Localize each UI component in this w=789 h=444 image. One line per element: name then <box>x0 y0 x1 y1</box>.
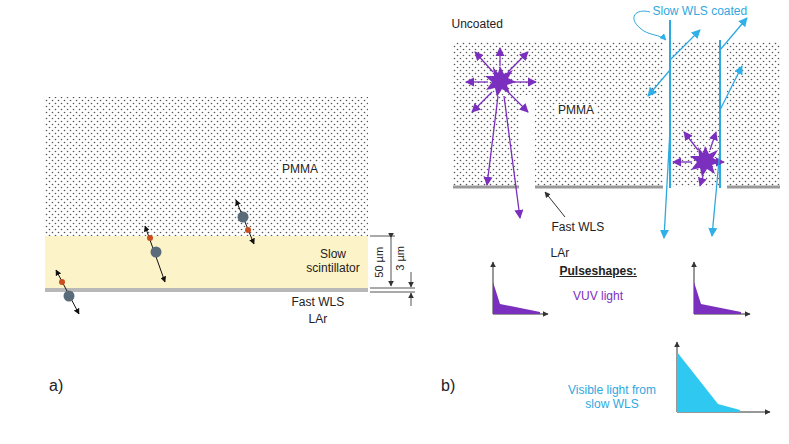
visible-rays <box>648 18 747 238</box>
node-text: PMMA <box>555 104 597 118</box>
pmma-region: PMMA <box>45 97 368 236</box>
legend-heading: Pulseshapes: <box>560 265 637 279</box>
callout-arrow <box>545 192 565 217</box>
dimension-label: 3 µm <box>394 245 407 270</box>
region-label: Uncoated <box>452 18 503 32</box>
coating-label: Slow WLS coated <box>653 5 748 19</box>
dimension-label: 50 µm <box>373 246 386 277</box>
layer-label: Fast WLS <box>292 296 345 310</box>
node-text: PMMA <box>279 163 321 177</box>
wls-layer <box>45 288 368 292</box>
vuv-burst <box>485 66 721 177</box>
dimension-lines <box>370 236 415 306</box>
node-text: Slow scintillator <box>298 248 368 276</box>
medium-label: LAr <box>309 313 328 327</box>
pmma-block <box>45 97 368 236</box>
particle-tracks <box>56 200 254 314</box>
coated-slot <box>663 20 670 188</box>
slow-wls-coating <box>670 20 720 188</box>
uncoated-slot <box>519 95 535 188</box>
pulse-label: VUV light <box>573 290 623 304</box>
pulse-label: Visible light from slow WLS <box>562 384 662 412</box>
scintillator-layer <box>45 236 368 288</box>
fast-wls-coating <box>453 186 780 189</box>
panel-label: b) <box>441 377 455 395</box>
pmma-region: PMMA <box>453 42 780 187</box>
pmma-block <box>453 42 780 187</box>
medium-label: LAr <box>551 247 570 261</box>
vuv-rays <box>466 48 724 218</box>
scintillator-band: Slow scintillator <box>45 236 368 288</box>
panel-label: a) <box>49 377 63 395</box>
pulse-shape <box>493 262 770 412</box>
layer-label: Fast WLS <box>552 221 605 235</box>
coated-slot <box>720 40 727 188</box>
